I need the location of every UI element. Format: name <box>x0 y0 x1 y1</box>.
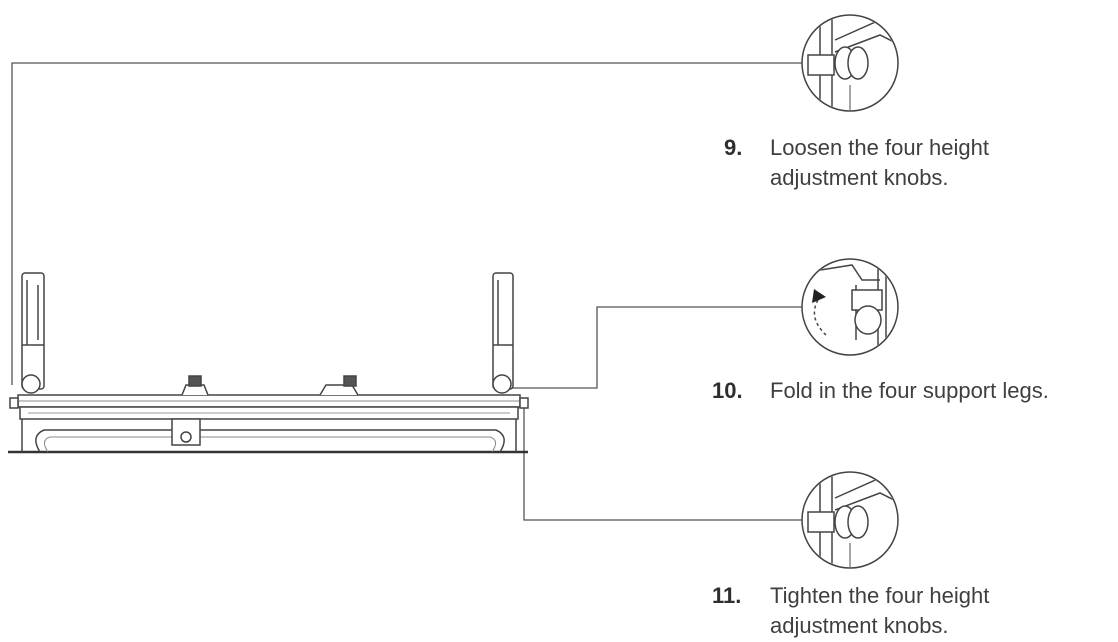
knob-loosen-detail-icon <box>801 14 899 112</box>
leg-fold-detail-icon <box>801 258 899 356</box>
leader-line-step-9 <box>11 62 803 385</box>
step-number: 10. <box>712 378 743 403</box>
top-knob-left <box>181 375 209 396</box>
lower-tube <box>35 429 505 453</box>
leader-line-step-10 <box>508 306 803 389</box>
leader-lines <box>11 62 803 521</box>
step-instruction: Loosen the four height adjustment knobs. <box>770 135 989 190</box>
step-number: 9. <box>724 135 743 160</box>
leader-line-step-11 <box>523 408 803 521</box>
fold-direction-arrow <box>812 289 826 303</box>
right-leg <box>492 272 514 394</box>
step-instruction: Tighten the four height adjustment knobs… <box>770 583 990 638</box>
step-10: 10. Fold in the four support legs. <box>712 376 1049 406</box>
step-number: 11. <box>712 583 742 608</box>
step-instruction: Fold in the four support legs. <box>770 378 1049 403</box>
left-leg <box>21 272 45 394</box>
step-9: 9. Loosen the four height adjustment kno… <box>724 133 989 193</box>
top-knob-right <box>319 375 359 396</box>
knob-tighten-detail-icon <box>801 471 899 569</box>
table-side-view <box>8 272 529 454</box>
step-11: 11. Tighten the four height adjustment k… <box>712 581 989 641</box>
